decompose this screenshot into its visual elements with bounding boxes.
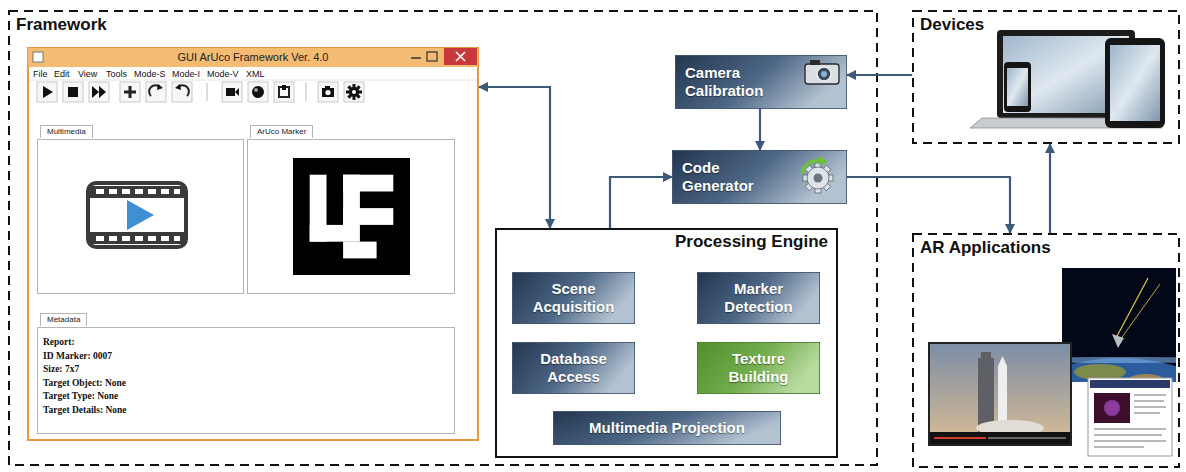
engine-group-shape bbox=[496, 229, 837, 457]
menu-item: XML bbox=[246, 69, 265, 80]
box-label: Marker Detection bbox=[702, 280, 815, 316]
process-box-shape bbox=[675, 55, 846, 108]
group-title: Processing Engine bbox=[675, 232, 828, 252]
video-icon bbox=[88, 183, 186, 247]
apps-region: AR Applications bbox=[912, 233, 1180, 468]
flow-arrow bbox=[847, 74, 912, 76]
process-box: Marker Detection bbox=[697, 272, 820, 324]
metadata-panel-shape bbox=[38, 328, 455, 434]
window-chrome bbox=[28, 48, 478, 80]
flow-arrow bbox=[847, 177, 1010, 233]
gui-window: GUI ArUco Framework Ver. 4.0Multimedia Ar… bbox=[27, 47, 479, 441]
toolbar-icons bbox=[37, 82, 364, 102]
flow-arrow bbox=[1049, 144, 1051, 233]
window-title: GUI ArUco Framework Ver. 4.0 bbox=[27, 50, 479, 64]
process-box-shape bbox=[512, 272, 634, 323]
process-box: Database Access bbox=[512, 342, 635, 394]
process-box: Code Generator bbox=[672, 150, 847, 204]
process-box: Texture Building bbox=[697, 342, 820, 394]
menu-item: Mode-I bbox=[172, 69, 200, 80]
report-line: Target Type: None bbox=[43, 390, 118, 402]
flow-arrow bbox=[479, 87, 550, 228]
process-box: Scene Acquisition bbox=[512, 272, 635, 324]
flow-arrow bbox=[759, 109, 761, 150]
apps-region-shape bbox=[913, 234, 1179, 467]
box-label: Scene Acquisition bbox=[517, 280, 630, 316]
process-box-shape bbox=[512, 342, 634, 393]
multimedia-panel: Multimedia bbox=[37, 124, 244, 294]
menu-item: View bbox=[78, 69, 97, 80]
process-box: Multimedia Projection bbox=[553, 411, 781, 445]
report-line: Size: 7x7 bbox=[43, 363, 79, 375]
menu-item: Edit bbox=[54, 69, 70, 80]
report-line: Target Details: None bbox=[43, 404, 127, 416]
menu-item: Mode-S bbox=[134, 69, 166, 80]
gui-window-shape bbox=[28, 48, 478, 440]
box-label: Camera Calibration bbox=[685, 64, 792, 100]
menu-item: Tools bbox=[106, 69, 127, 80]
tab-label: Multimedia bbox=[40, 125, 93, 138]
box-label: Database Access bbox=[517, 350, 630, 386]
multimedia-panel-shape bbox=[38, 140, 244, 294]
framework-region-shape bbox=[9, 11, 877, 465]
process-box-shape bbox=[697, 342, 819, 393]
tab-label: ArUco Marker bbox=[250, 125, 313, 138]
process-box-shape bbox=[553, 411, 780, 444]
camera-icon bbox=[805, 60, 839, 84]
ar-illustrations bbox=[928, 268, 1186, 472]
engine-group: Processing EngineScene Acquisition Marker… bbox=[495, 228, 838, 458]
report-line: Target Object: None bbox=[43, 377, 126, 389]
aruco-marker bbox=[293, 158, 410, 275]
menu-item: File bbox=[33, 69, 48, 80]
region-title: AR Applications bbox=[920, 238, 1051, 258]
process-box-shape bbox=[697, 272, 819, 323]
box-label: Multimedia Projection bbox=[589, 419, 745, 437]
box-label: Texture Building bbox=[702, 350, 815, 386]
box-label: Code Generator bbox=[682, 159, 787, 195]
devices-region-shape bbox=[913, 11, 1179, 143]
gear-icon bbox=[802, 156, 833, 193]
devices-region: Devices bbox=[912, 10, 1180, 144]
metadata-panel: MetadataReport: ID Marker: 0007Size: 7x7T… bbox=[37, 312, 455, 434]
report-line: Report: bbox=[43, 336, 75, 348]
marker-panel-shape bbox=[248, 140, 455, 294]
process-box: Camera Calibration bbox=[675, 55, 847, 109]
devices-illustration bbox=[970, 30, 1165, 128]
report-line: ID Marker: 0007 bbox=[43, 350, 112, 362]
process-box-shape bbox=[672, 150, 846, 203]
tab-label: Metadata bbox=[40, 313, 87, 326]
marker-panel: ArUco Marker bbox=[247, 124, 455, 294]
menu-item: Mode-V bbox=[207, 69, 239, 80]
region-title: Devices bbox=[920, 15, 984, 35]
flow-arrow bbox=[610, 177, 672, 228]
region-title: Framework bbox=[16, 15, 107, 35]
